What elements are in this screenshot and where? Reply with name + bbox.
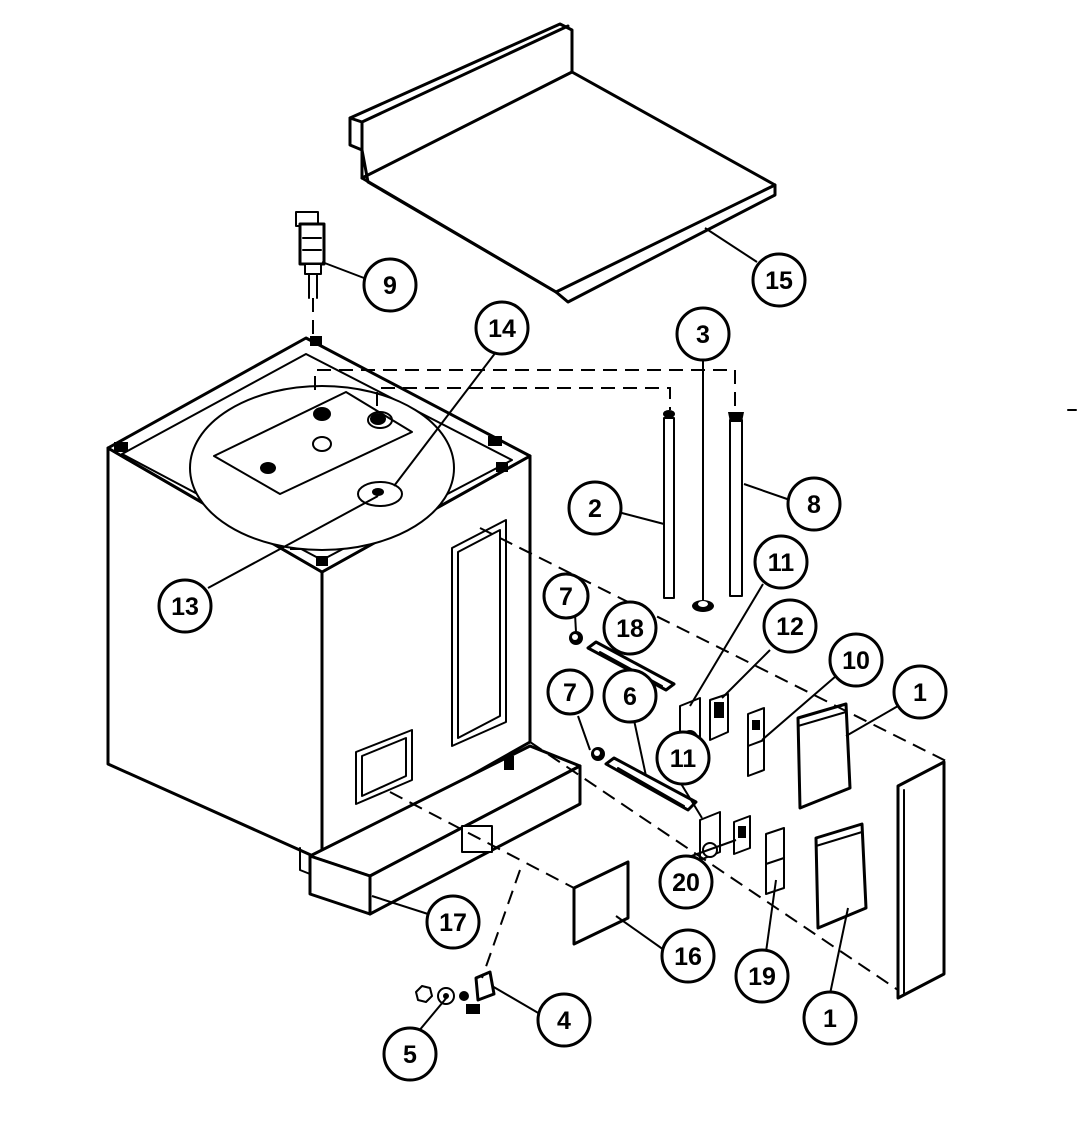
callout-16-label: 16 bbox=[674, 943, 702, 971]
callout-2: 2 bbox=[567, 480, 623, 536]
callout-7-upper: 7 bbox=[542, 572, 590, 620]
callout-14-label: 14 bbox=[488, 315, 516, 343]
callout-3-label: 3 bbox=[696, 321, 710, 349]
callout-11-upper-label: 11 bbox=[768, 549, 795, 577]
callout-16: 16 bbox=[660, 928, 716, 984]
callout-1-upper: 1 bbox=[892, 664, 948, 720]
callout-5-label: 5 bbox=[403, 1041, 417, 1069]
callout-18: 18 bbox=[602, 600, 658, 656]
callout-5: 5 bbox=[382, 1026, 438, 1082]
callout-13: 13 bbox=[157, 578, 213, 634]
callout-10-label: 10 bbox=[842, 647, 870, 675]
callout-18-label: 18 bbox=[616, 615, 644, 643]
assembly-dashed-lines bbox=[312, 298, 949, 991]
callout-19-label: 19 bbox=[748, 963, 776, 991]
callout-7-upper-label: 7 bbox=[559, 583, 573, 611]
callout-4-label: 4 bbox=[557, 1007, 571, 1035]
top-cover-part bbox=[348, 22, 777, 304]
callout-12-label: 12 bbox=[776, 613, 804, 641]
valve-part bbox=[295, 211, 326, 299]
callout-13-label: 13 bbox=[171, 593, 199, 621]
callout-11-lower: 11 bbox=[655, 730, 711, 786]
callout-2-label: 2 bbox=[588, 495, 602, 523]
callout-11-upper: 11 bbox=[753, 534, 809, 590]
callout-20-label: 20 bbox=[672, 869, 700, 897]
callout-7-lower-label: 7 bbox=[563, 679, 577, 707]
callout-17-label: 17 bbox=[439, 909, 467, 937]
callout-7-lower: 7 bbox=[546, 668, 594, 716]
callout-1-lower: 1 bbox=[802, 990, 858, 1046]
callout-8: 8 bbox=[786, 476, 842, 532]
drain-valve-group bbox=[415, 970, 496, 1014]
callout-9-label: 9 bbox=[383, 272, 397, 300]
callout-3: 3 bbox=[675, 306, 731, 362]
callout-15: 15 bbox=[751, 252, 807, 308]
access-panels-group bbox=[796, 702, 946, 1000]
callout-20: 20 bbox=[658, 854, 714, 910]
callout-9: 9 bbox=[362, 257, 418, 313]
callout-15-label: 15 bbox=[765, 267, 793, 295]
callout-14: 14 bbox=[474, 300, 530, 356]
callout-6-label: 6 bbox=[623, 683, 637, 711]
label-plate-part bbox=[572, 860, 630, 946]
heating-rods-group bbox=[663, 410, 744, 612]
callout-8-label: 8 bbox=[807, 491, 821, 519]
callout-1-lower-label: 1 bbox=[823, 1005, 837, 1033]
callout-4: 4 bbox=[536, 992, 592, 1048]
callout-10: 10 bbox=[828, 632, 884, 688]
base-pan-part bbox=[308, 744, 582, 916]
leader-lines bbox=[207, 227, 899, 1033]
callout-19: 19 bbox=[734, 948, 790, 1004]
callout-17: 17 bbox=[425, 894, 481, 950]
callout-12: 12 bbox=[762, 598, 818, 654]
callout-11-lower-label: 11 bbox=[670, 745, 697, 773]
callout-1-upper-label: 1 bbox=[913, 679, 927, 707]
callout-6: 6 bbox=[602, 668, 658, 724]
